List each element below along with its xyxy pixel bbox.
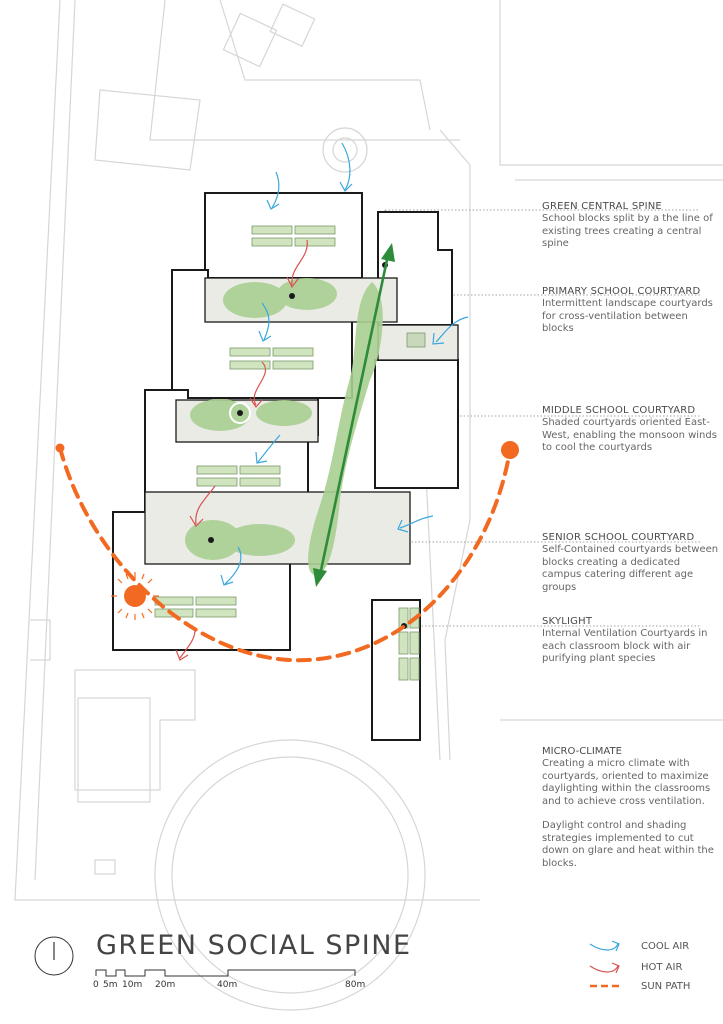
annotation-body: Shaded courtyards oriented East-West, en… — [542, 417, 717, 453]
micro-climate-note: MICRO-CLIMATE Creating a micro climate w… — [542, 745, 720, 882]
legend-icons — [589, 940, 620, 988]
central-green-spine-planting — [308, 282, 383, 575]
annotation-title: SENIOR SCHOOL COURTYARD — [542, 532, 695, 543]
annotation-body: School blocks split by a the line of exi… — [542, 213, 713, 249]
micro-climate-paragraph-1: Creating a micro climate with courtyards… — [542, 758, 711, 807]
micro-climate-title: MICRO-CLIMATE — [542, 746, 622, 757]
legend-hot-air: HOT AIR — [641, 962, 683, 973]
annotation-body: Self-Contained courtyards between blocks… — [542, 544, 719, 593]
cool-air-arrows — [220, 142, 469, 586]
annotation-senior-school-courtyard: SENIOR SCHOOL COURTYARD Self-Contained c… — [542, 531, 720, 594]
scale-label-0: 0 — [93, 980, 99, 990]
scale-label-80m: 80m — [345, 980, 366, 990]
sun-position-start — [55, 443, 65, 453]
diagram-title: GREEN SOCIAL SPINE — [96, 930, 412, 961]
north-arrow-icon — [34, 936, 74, 976]
annotation-green-central-spine: GREEN CENTRAL SPINE School blocks split … — [542, 200, 720, 251]
sun-position-end — [501, 441, 519, 459]
legend-cool-air: COOL AIR — [641, 941, 690, 952]
micro-climate-paragraph-2: Daylight control and shading strategies … — [542, 820, 714, 869]
scale-label-5m: 5m — [103, 980, 118, 990]
hot-air-arrows — [175, 239, 308, 661]
hot-air-arrow-icon — [589, 962, 620, 974]
site-context — [14, 0, 723, 1011]
classroom-skylights — [154, 225, 426, 681]
scale-label-20m: 20m — [155, 980, 176, 990]
annotation-skylight: SKYLIGHT Internal Ventilation Courtyards… — [542, 615, 720, 666]
sun-path-arc — [58, 446, 512, 663]
scale-label-40m: 40m — [217, 980, 238, 990]
annotation-body: Internal Ventilation Courtyards in each … — [542, 628, 708, 664]
annotation-title: GREEN CENTRAL SPINE — [542, 201, 662, 212]
block-1 — [204, 192, 363, 279]
sun-icon — [111, 572, 159, 620]
annotation-middle-school-courtyard: MIDDLE SCHOOL COURTYARD Shaded courtyard… — [542, 404, 720, 455]
scale-label-10m: 10m — [122, 980, 143, 990]
east-block — [374, 359, 459, 489]
legend-sun-path: SUN PATH — [641, 981, 691, 992]
annotation-primary-school-courtyard: PRIMARY SCHOOL COURTYARD Intermittent la… — [542, 285, 720, 336]
cool-air-arrow-icon — [589, 940, 620, 952]
annotation-title: PRIMARY SCHOOL COURTYARD — [542, 286, 701, 297]
scale-bar — [95, 969, 356, 977]
green-spine-arrow — [313, 243, 395, 587]
annotation-title: SKYLIGHT — [542, 616, 593, 627]
annotation-body: Intermittent landscape courtyards for cr… — [542, 298, 713, 334]
annotation-title: MIDDLE SCHOOL COURTYARD — [542, 405, 696, 416]
